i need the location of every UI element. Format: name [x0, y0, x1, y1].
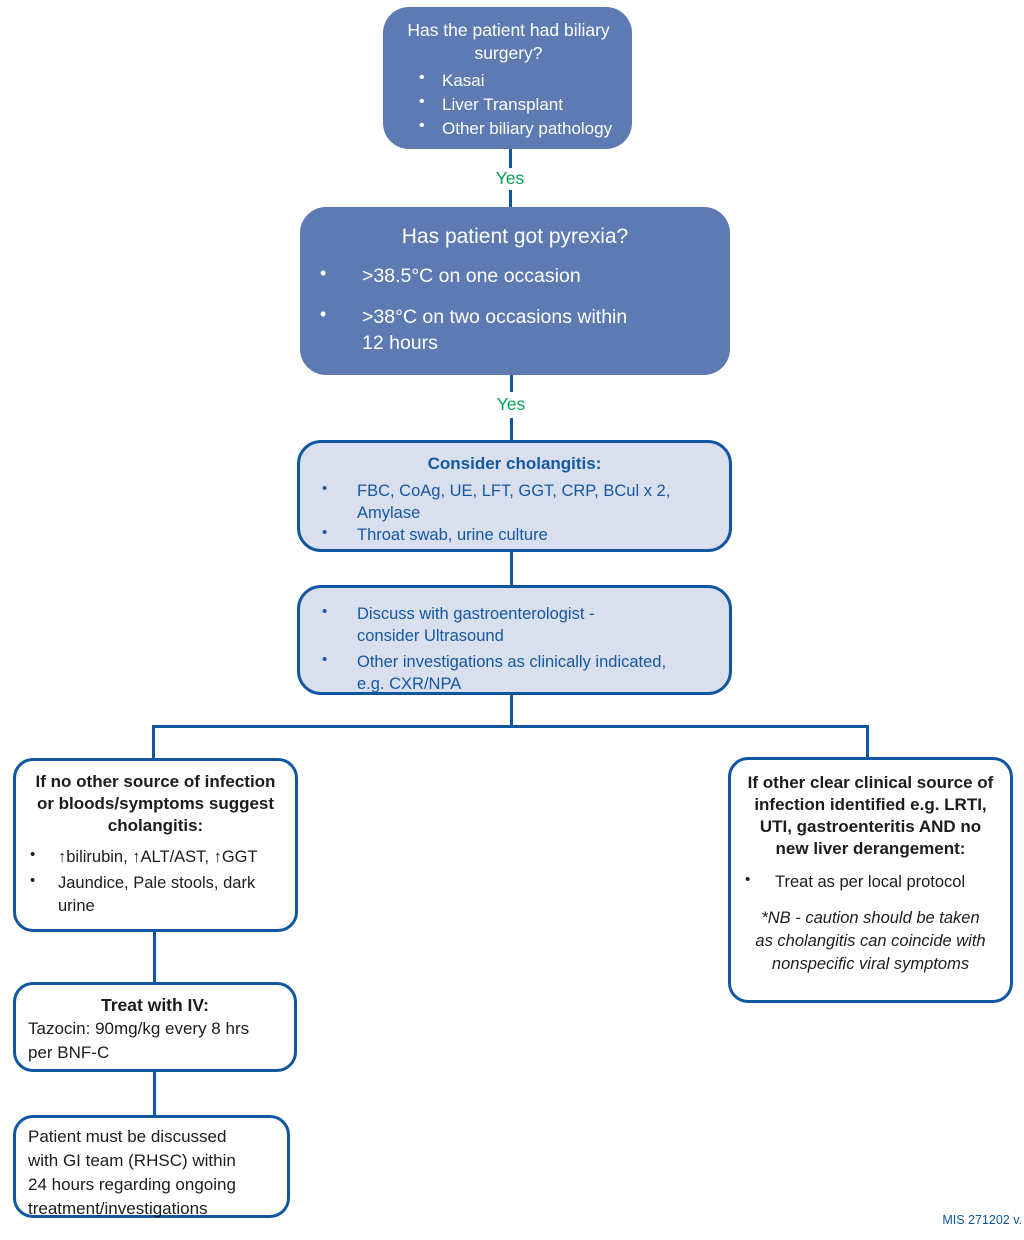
- node-discuss-gastro: Discuss with gastroenterologist - consid…: [297, 585, 732, 695]
- bullet-dot: [316, 603, 357, 620]
- bullet-item: Other biliary pathology: [419, 117, 620, 141]
- node-consider-cholangitis-bullets: FBC, CoAg, UE, LFT, GGT, CRP, BCul x 2, …: [316, 480, 713, 546]
- bullet-dot: [316, 651, 357, 668]
- node-other-clear-source-title: If other clear clinical source of infect…: [747, 773, 994, 858]
- node-no-other-source-bullets: ↑bilirubin, ↑ALT/AST, ↑GGT Jaundice, Pal…: [24, 846, 287, 918]
- bullet-dot: [318, 304, 362, 325]
- bullet-dot: [316, 524, 357, 541]
- node-consider-cholangitis: Consider cholangitis: FBC, CoAg, UE, LFT…: [297, 440, 732, 552]
- node-biliary-surgery-bullets: Kasai Liver Transplant Other biliary pat…: [419, 69, 620, 141]
- node-biliary-surgery: Has the patient had biliary surgery? Kas…: [383, 7, 632, 149]
- bullet-item: FBC, CoAg, UE, LFT, GGT, CRP, BCul x 2, …: [316, 480, 713, 524]
- node-no-other-source-title: If no other source of infection or blood…: [35, 772, 276, 835]
- bullet-item: Kasai: [419, 69, 620, 93]
- connector-cholangitis-to-discuss: [510, 552, 513, 585]
- edge-label-yes1: Yes: [495, 168, 525, 188]
- connector-yes2-to-cholangitis: [510, 418, 513, 440]
- bullet-text: >38.5°C on one occasion: [362, 265, 581, 287]
- bullet-item: >38°C on two occasions within 12 hours: [318, 304, 712, 356]
- bullet-dot: [737, 871, 775, 888]
- bullet-item: Discuss with gastroenterologist - consid…: [316, 603, 713, 647]
- bullet-item: Other investigations as clinically indic…: [316, 651, 713, 695]
- bullet-text: Kasai: [442, 71, 485, 90]
- bullet-text: Other biliary pathology: [442, 119, 613, 138]
- node-discuss-gastro-bullets: Discuss with gastroenterologist - consid…: [316, 603, 713, 695]
- edge-label-yes2: Yes: [496, 394, 526, 414]
- connector-pyrexia-to-yes2: [510, 375, 513, 392]
- bullet-dot: [419, 93, 442, 111]
- bullet-dot: [419, 69, 442, 87]
- bullet-dot: [318, 263, 362, 284]
- bullet-text: Liver Transplant: [442, 95, 563, 114]
- bullet-text: Throat swab, urine culture: [357, 526, 548, 544]
- bullet-item: Jaundice, Pale stools, dark urine: [24, 872, 287, 918]
- bullet-item: ↑bilirubin, ↑ALT/AST, ↑GGT: [24, 846, 287, 869]
- bullet-item: Throat swab, urine culture: [316, 524, 713, 546]
- node-treat-iv-body: Tazocin: 90mg/kg every 8 hrs per BNF-C: [28, 1019, 250, 1062]
- bullet-dot: [24, 872, 58, 889]
- node-other-clear-source-bullets: Treat as per local protocol: [737, 871, 1004, 894]
- connector-yes1-to-pyrexia: [509, 190, 512, 207]
- nb-caution-note: *NB - caution should be taken as cholang…: [755, 909, 986, 973]
- node-consider-cholangitis-title: Consider cholangitis:: [427, 454, 602, 473]
- connector-discuss-to-branch: [510, 695, 513, 727]
- bullet-dot: [419, 117, 442, 135]
- node-pyrexia-bullets: >38.5°C on one occasion >38°C on two occ…: [318, 263, 712, 356]
- bullet-text: Treat as per local protocol: [775, 873, 966, 891]
- bullet-text: FBC, CoAg, UE, LFT, GGT, CRP, BCul x 2, …: [357, 482, 671, 522]
- node-biliary-surgery-title: Has the patient had biliary surgery?: [407, 20, 610, 63]
- connector-biliary-to-yes1: [509, 149, 512, 168]
- node-gi-team-body: Patient must be discussed with GI team (…: [28, 1127, 236, 1218]
- bullet-item: Treat as per local protocol: [737, 871, 1004, 894]
- bullet-item: >38.5°C on one occasion: [318, 263, 712, 289]
- bullet-text: ↑bilirubin, ↑ALT/AST, ↑GGT: [58, 848, 258, 866]
- connector-treat-iv-to-gi-team: [153, 1072, 156, 1115]
- node-pyrexia: Has patient got pyrexia? >38.5°C on one …: [300, 207, 730, 375]
- bullet-dot: [24, 846, 58, 863]
- bullet-text: Discuss with gastroenterologist - consid…: [357, 605, 595, 645]
- connector-branch-horizontal: [152, 725, 869, 728]
- node-other-clear-source: If other clear clinical source of infect…: [728, 757, 1013, 1003]
- bullet-text: >38°C on two occasions within 12 hours: [362, 306, 628, 354]
- connector-branch-to-left: [152, 725, 155, 758]
- bullet-dot: [316, 480, 357, 497]
- connector-branch-to-right: [866, 725, 869, 757]
- node-no-other-source: If no other source of infection or blood…: [13, 758, 298, 932]
- node-pyrexia-title: Has patient got pyrexia?: [401, 225, 629, 248]
- node-treat-iv-title: Treat with IV:: [101, 995, 209, 1015]
- node-gi-team: Patient must be discussed with GI team (…: [13, 1115, 290, 1218]
- bullet-text: Other investigations as clinically indic…: [357, 653, 667, 693]
- node-treat-iv: Treat with IV: Tazocin: 90mg/kg every 8 …: [13, 982, 297, 1072]
- bullet-item: Liver Transplant: [419, 93, 620, 117]
- connector-left-to-treat-iv: [153, 932, 156, 982]
- bullet-text: Jaundice, Pale stools, dark urine: [58, 874, 256, 915]
- footer-reference: MIS 271202 v.: [942, 1213, 1022, 1227]
